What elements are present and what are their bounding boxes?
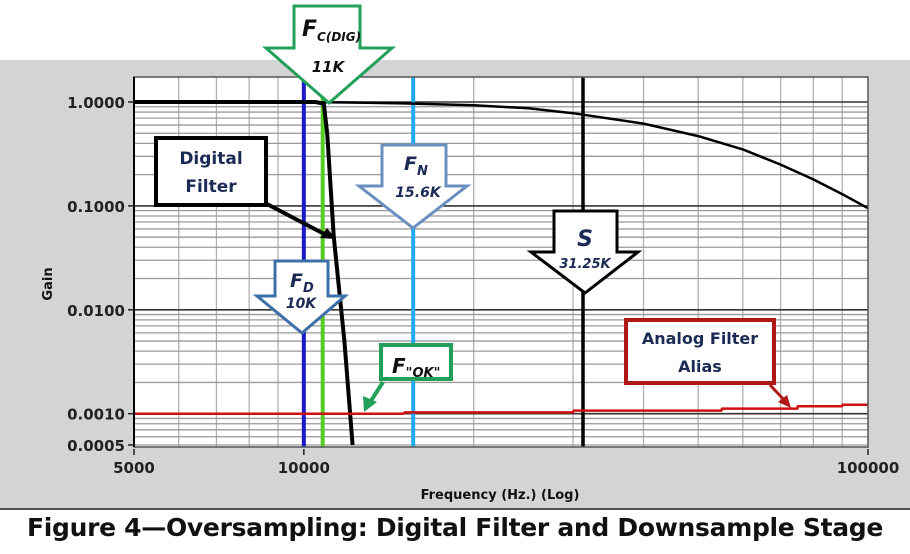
x-axis-label: Frequency (Hz.) (Log) [421, 488, 580, 503]
chart: 1.0000 0.1000 0.0100 0.0010 0.0005 5000 10000 1… [41, 4, 899, 503]
fc-value: 11K [312, 58, 346, 76]
x-tick-label: 100000 [837, 459, 900, 477]
fn-arrow: FN 15.6K [354, 143, 472, 230]
fd-value: 10K [286, 296, 317, 312]
fd-arrow: FD 10K [252, 259, 350, 335]
s-main: S [577, 227, 593, 252]
figure-caption: Figure 4—Oversampling: Digital Filter an… [26, 513, 884, 542]
y-tick-label: 0.0100 [67, 302, 125, 320]
alias-label-line2: Alias [678, 357, 722, 376]
f-ok-callout: F"OK" [363, 343, 453, 412]
fd-main: F [290, 270, 303, 292]
plot-area [134, 77, 868, 447]
alias-label-line1: Analog Filter [642, 329, 758, 348]
series-analog-filter-alias [134, 403, 868, 415]
series-digital-filter [134, 100, 355, 446]
fn-sub: N [417, 164, 428, 179]
s-arrow: S 31.25K [526, 209, 643, 295]
y-tick-label: 0.1000 [67, 198, 125, 216]
y-tick-label: 0.0005 [67, 437, 125, 455]
y-axis-label: Gain [41, 267, 56, 300]
svg-text:FD: FD [290, 270, 314, 296]
y-tick-label: 0.0010 [67, 406, 125, 424]
svg-text:FN: FN [404, 153, 428, 179]
x-tick-label: 10000 [278, 459, 330, 477]
plot-frame [133, 76, 869, 448]
digital-filter-label-line1: Digital [179, 149, 242, 169]
axis-ticks: 1.0000 0.1000 0.0100 0.0010 0.0005 5000 10000 1… [67, 94, 899, 477]
fc-main: F [302, 17, 317, 42]
svg-text:FC(DIG): FC(DIG) [302, 17, 361, 44]
s-value: 31.25K [559, 257, 611, 272]
y-tick-label: 1.0000 [67, 94, 125, 112]
f-ok-sub: "OK" [406, 366, 441, 381]
fc-sub: C(DIG) [317, 30, 361, 44]
svg-text:F"OK": F"OK" [392, 354, 440, 381]
digital-filter-callout: Digital Filter [154, 136, 336, 239]
analog-filter-alias-callout: Analog Filter Alias [624, 318, 791, 408]
fn-main: F [404, 153, 417, 175]
series-analog-filter-response [134, 100, 869, 210]
series [134, 100, 869, 446]
grid [134, 77, 868, 447]
x-tick-label: 5000 [113, 459, 155, 477]
fd-sub: D [303, 281, 314, 296]
fc-dig-arrow: FC(DIG) 11K [262, 4, 396, 105]
f-ok-main: F [392, 354, 406, 378]
digital-filter-label-line2: Filter [185, 177, 237, 197]
fn-value: 15.6K [395, 185, 442, 201]
